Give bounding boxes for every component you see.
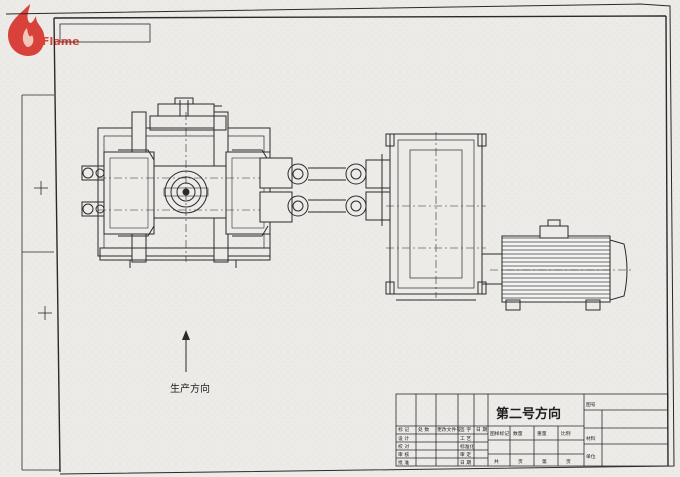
tb-r1-c2: 处 数 [418,426,429,433]
watermark-text: Flame [42,35,80,48]
tb-r1-c1: 标 记 [398,426,409,433]
tb-mid-h3: 重量 [537,430,547,437]
tb-bottom-3: 第 [542,458,547,465]
tb-r2-c2: 工 艺 [460,436,471,442]
tb-right-2: 材料 [586,435,596,442]
tb-r1-c5: 日 期 [476,427,487,433]
tb-r1-c4: 签 字 [460,426,471,433]
sheet-frame [5,3,675,475]
tb-bottom-2: 页 [518,459,523,465]
tb-r5-c1: 批 准 [398,459,409,466]
tb-r3-c1: 校 对 [398,443,409,450]
tb-mid-h1: 图样标记 [490,430,509,437]
electric-motor [490,219,632,311]
tb-r3-c2: 标准化 [460,443,475,450]
title-block [395,393,669,467]
tb-bottom-1: 共 [494,458,499,465]
direction-label: 生产方向 [170,382,210,395]
tb-mid-h2: 数量 [513,430,523,437]
tb-r4-c2: 审 定 [460,451,471,458]
title-block-text: 标 记 处 数 更改文件号 签 字 日 期 设 计 工 艺 校 对 标准化 审 … [398,402,596,466]
drawing-title: 第二号方向 [496,406,561,422]
tb-right-1: 图号 [586,402,596,408]
tb-bottom-4: 页 [566,459,571,465]
tb-mid-h4: 比例 [561,430,571,437]
tb-r2-c1: 设 计 [398,435,409,442]
tb-r4-c1: 审 核 [398,451,409,458]
tb-right-3: 单位 [586,453,596,460]
gearbox [385,132,503,301]
universal-spindles [259,154,395,226]
tb-r1-c3: 更改文件号 [437,426,461,433]
production-direction: 生产方向 [170,330,210,395]
flame-logo: Flame [8,4,80,56]
tb-r5-c2: 日 期 [460,460,471,466]
